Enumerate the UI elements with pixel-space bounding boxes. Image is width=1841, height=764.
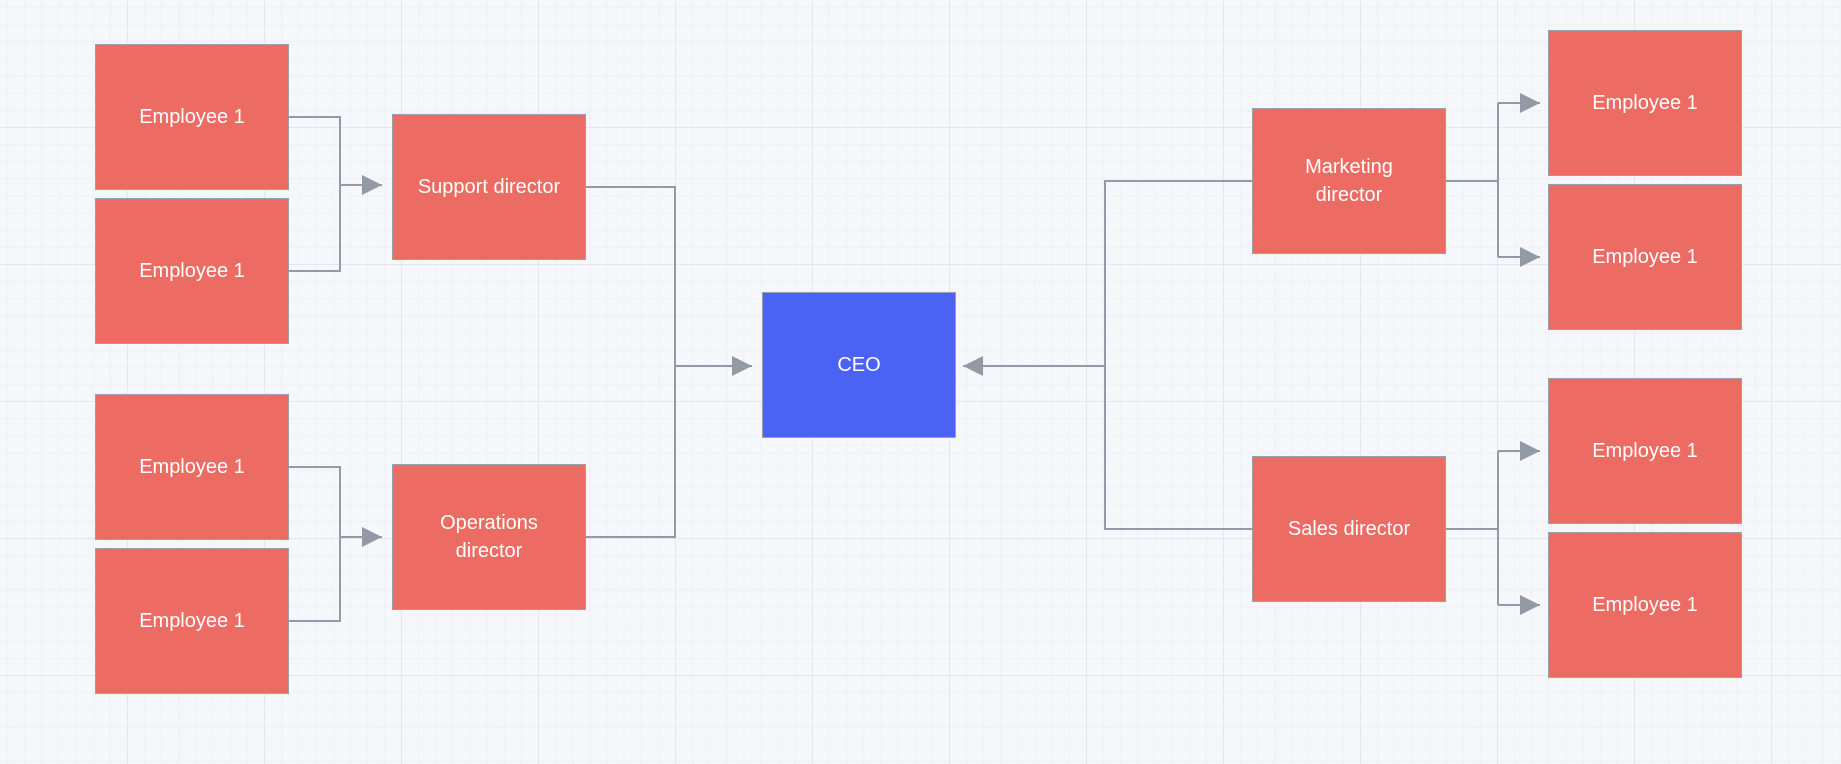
employee-label: Employee 1 <box>139 610 245 632</box>
operations-director-label: Operations director <box>440 512 538 562</box>
employee-label: Employee 1 <box>139 456 245 478</box>
employee-node-marketing-2[interactable]: Employee 1 <box>1548 184 1742 330</box>
support-director-node[interactable]: Support director <box>392 114 586 260</box>
employee-label: Employee 1 <box>1592 92 1698 114</box>
employee-node-support-2[interactable]: Employee 1 <box>95 198 289 344</box>
connector-operations-employee-1 <box>289 466 341 537</box>
ceo-node[interactable]: CEO <box>762 292 956 438</box>
ceo-label: CEO <box>837 354 881 376</box>
employee-node-sales-1[interactable]: Employee 1 <box>1548 378 1742 524</box>
employee-node-sales-2[interactable]: Employee 1 <box>1548 532 1742 678</box>
employee-node-support-1[interactable]: Employee 1 <box>95 44 289 190</box>
employee-label: Employee 1 <box>139 106 245 128</box>
connector-support-employee-2 <box>289 185 341 272</box>
marketing-director-node[interactable]: Marketing director <box>1252 108 1446 254</box>
connector-operations-employee-2 <box>289 537 341 622</box>
marketing-director-label: Marketing director <box>1305 156 1393 206</box>
connector-support-employee-1 <box>289 116 341 185</box>
employee-label: Employee 1 <box>139 260 245 282</box>
connector-marketing-trunk <box>1445 103 1499 182</box>
employee-node-marketing-1[interactable]: Employee 1 <box>1548 30 1742 176</box>
sales-director-node[interactable]: Sales director <box>1252 456 1446 602</box>
connector-sales-director <box>1104 366 1253 530</box>
connector-sales-trunk <box>1445 451 1499 530</box>
employee-label: Employee 1 <box>1592 440 1698 462</box>
employee-label: Employee 1 <box>1592 594 1698 616</box>
sales-director-label: Sales director <box>1287 518 1411 540</box>
connector-marketing-director <box>1104 180 1253 366</box>
employee-node-operations-2[interactable]: Employee 1 <box>95 548 289 694</box>
employee-label: Employee 1 <box>1592 246 1698 268</box>
support-director-label: Support director <box>417 176 561 198</box>
employee-node-operations-1[interactable]: Employee 1 <box>95 394 289 540</box>
connector-support-director <box>585 186 676 366</box>
connector-operations-director <box>585 366 676 538</box>
operations-director-node[interactable]: Operations director <box>392 464 586 610</box>
